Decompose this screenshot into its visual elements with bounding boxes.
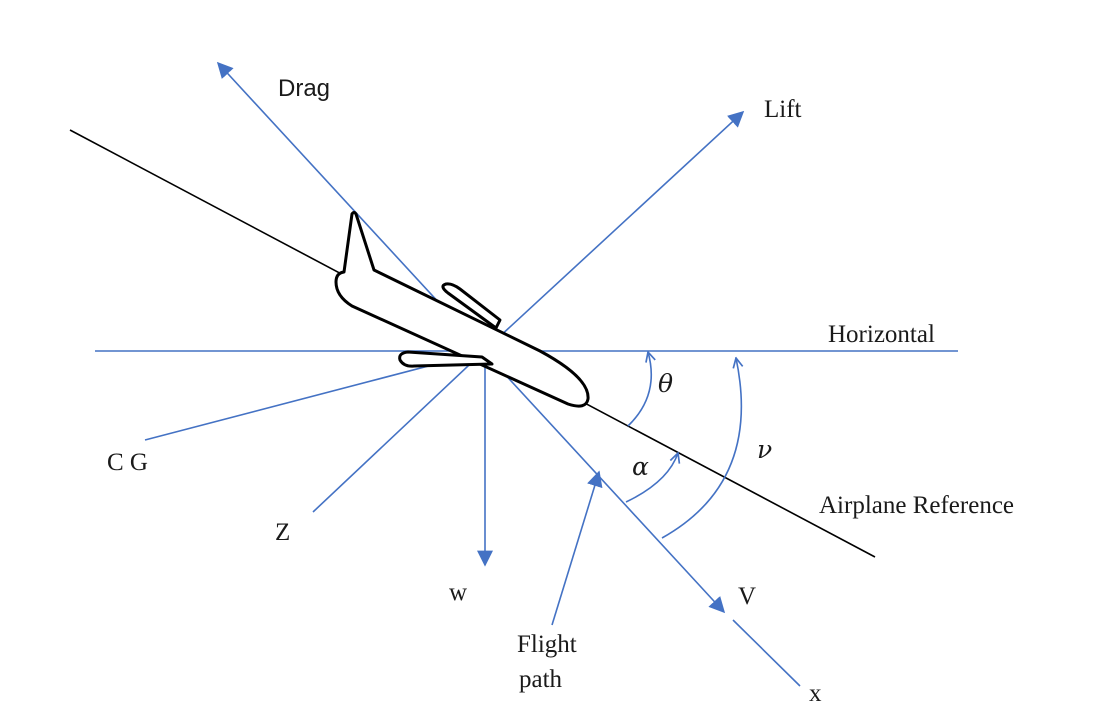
v-label: V xyxy=(738,583,756,610)
nu-label: ν xyxy=(757,435,772,464)
alpha-label: α xyxy=(632,452,649,481)
x-label: x xyxy=(809,680,822,707)
x-axis-extension xyxy=(732,619,801,687)
horizontal-label: Horizontal xyxy=(828,321,935,348)
theta-label: θ xyxy=(658,369,673,398)
theta-arc xyxy=(627,352,651,427)
lift-vector xyxy=(484,110,745,351)
airplane-reference-label: Airplane Reference xyxy=(819,492,1014,519)
z-axis-line xyxy=(312,349,486,513)
w-label: w xyxy=(449,579,467,606)
airplane-icon xyxy=(334,211,590,408)
flight-path-pointer xyxy=(551,470,603,626)
nu-arc xyxy=(661,358,741,539)
cg-label: C G xyxy=(107,449,148,476)
flight-path-label-line1: Flight xyxy=(517,631,577,658)
alpha-arc xyxy=(625,453,678,503)
flight-path-label-line2: path xyxy=(519,666,563,693)
z-label: Z xyxy=(275,519,290,546)
lift-label: Lift xyxy=(764,96,802,123)
drag-label: Drag xyxy=(278,75,330,102)
